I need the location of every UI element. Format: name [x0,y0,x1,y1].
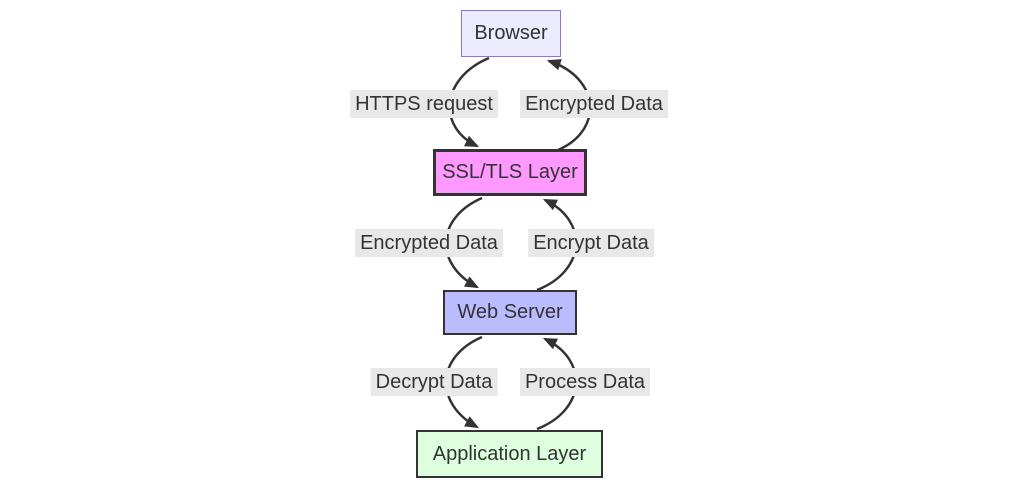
node-browser-label: Browser [474,22,548,44]
node-application-layer-label: Application Layer [432,442,587,465]
node-web-server: Web Server [443,290,577,335]
edge-label-https-request: HTTPS request [350,90,498,118]
node-application-layer: Application Layer [416,430,603,478]
node-ssl-tls-layer: SSL/TLS Layer [433,149,587,196]
edge-label-encrypt-data: Encrypt Data [528,229,654,257]
node-ssl-tls-layer-label: SSL/TLS Layer [442,161,578,183]
edge-label-encrypted-data-up: Encrypted Data [520,90,668,118]
edge-label-decrypt-data: Decrypt Data [370,368,498,396]
edge-label-encrypted-data-down: Encrypted Data [355,229,503,257]
node-web-server-label: Web Server [457,301,563,323]
node-browser: Browser [461,10,561,57]
edge-label-process-data: Process Data [519,368,651,396]
